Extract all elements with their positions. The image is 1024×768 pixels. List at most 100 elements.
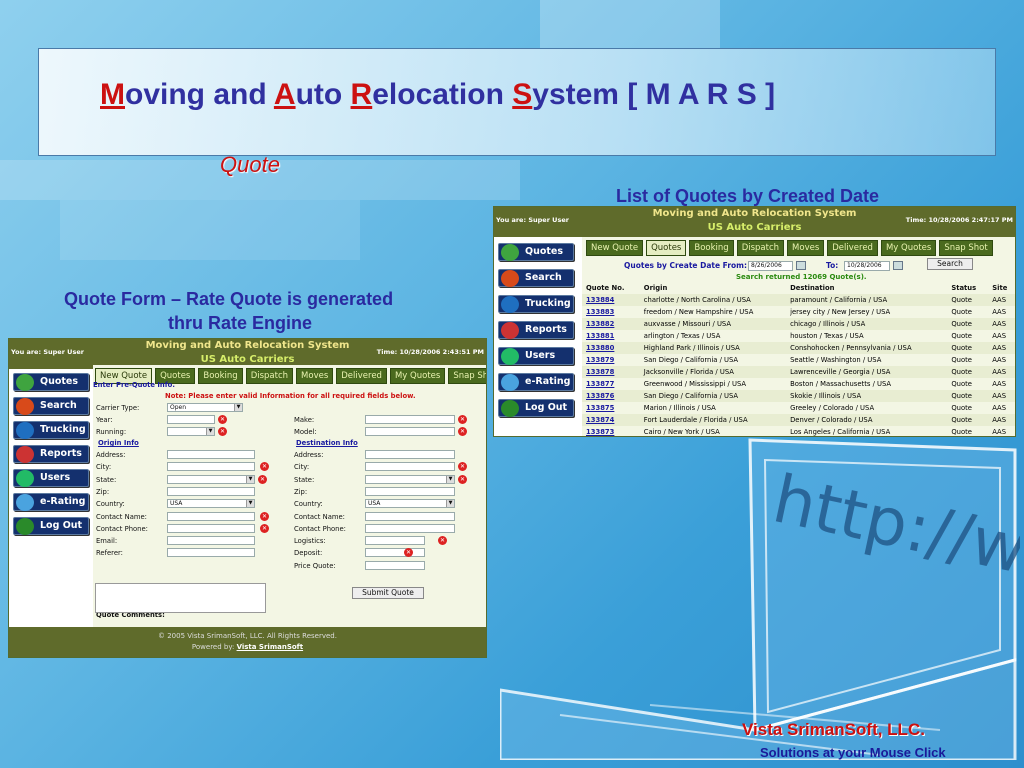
tab-snap-shot[interactable]: Snap Shot [939, 240, 993, 256]
quote-number-link[interactable]: 133883 [586, 308, 615, 316]
log-out-icon [16, 518, 34, 535]
model-input[interactable] [365, 427, 455, 436]
sidebar-item-log-out[interactable]: Log Out [13, 517, 89, 535]
contact-name-field[interactable] [167, 512, 255, 521]
calendar-icon[interactable] [893, 261, 903, 270]
quote-number-link[interactable]: 133877 [586, 380, 615, 388]
zip-field[interactable] [365, 487, 455, 496]
sidebar-item-users[interactable]: Users [13, 469, 89, 487]
app-header: Moving and Auto Relocation System US Aut… [9, 339, 486, 369]
zip-field[interactable] [167, 487, 255, 496]
list-caption: List of Quotes by Created Date [616, 186, 880, 206]
make-input[interactable] [365, 415, 455, 424]
sidebar-item-e-rating[interactable]: e-Rating [498, 373, 574, 391]
column-header[interactable]: Destination [790, 284, 835, 292]
sidebar-item-e-rating[interactable]: e-Rating [13, 493, 89, 511]
quote-comments-textarea[interactable] [95, 583, 266, 613]
quote-number-link[interactable]: 133881 [586, 332, 615, 340]
sidebar-item-quotes[interactable]: Quotes [13, 373, 89, 391]
date-from-input[interactable]: 8/26/2006 [748, 261, 793, 271]
quote-number-link[interactable]: 133880 [582, 342, 640, 354]
referer-field[interactable] [167, 548, 255, 557]
search-button[interactable]: Search [927, 258, 973, 270]
column-header[interactable]: Site [992, 284, 1008, 292]
quote-number-link[interactable]: 133879 [586, 356, 615, 364]
column-header[interactable]: Quote No. [586, 284, 625, 292]
tab-moves[interactable]: Moves [296, 368, 334, 384]
title-part: ystem [ M A R S ] [532, 78, 776, 111]
country-label: Country: [96, 500, 125, 508]
timestamp: Time: 10/28/2006 2:47:17 PM [905, 216, 1013, 224]
tab-snap-shot[interactable]: Snap Shot [448, 368, 486, 384]
email-field[interactable] [167, 536, 255, 545]
search-icon [501, 270, 519, 287]
sidebar-item-reports[interactable]: Reports [498, 321, 574, 339]
title-part: uto [295, 78, 351, 111]
state-label: State: [294, 476, 315, 484]
app-header: Moving and Auto Relocation System US Aut… [494, 207, 1015, 237]
tab-quotes[interactable]: Quotes [646, 240, 687, 256]
submit-quote-button[interactable]: Submit Quote [352, 587, 424, 599]
sidebar-item-trucking[interactable]: Trucking [13, 421, 89, 439]
sidebar-item-search[interactable]: Search [13, 397, 89, 415]
carrier-type-select[interactable]: Open▼ [167, 403, 243, 412]
footer-powered-link[interactable]: Vista SrimanSoft [236, 643, 304, 651]
calendar-icon[interactable] [796, 261, 806, 270]
required-error-icon: ✕ [438, 536, 447, 545]
running-select[interactable]: ▼ [167, 427, 215, 436]
sidebar-item-label: Reports [40, 448, 82, 459]
contact-phone-field[interactable] [365, 524, 455, 533]
address-field[interactable] [167, 450, 255, 459]
contact-phone-field[interactable] [167, 524, 255, 533]
state-field[interactable]: ▼ [167, 475, 255, 484]
sidebar-item-quotes[interactable]: Quotes [498, 243, 574, 261]
quote-number-link[interactable]: 133878 [582, 366, 640, 378]
quote-number-link[interactable]: 133884 [582, 294, 640, 306]
sidebar-item-trucking[interactable]: Trucking [498, 295, 574, 313]
column-header[interactable]: Origin [643, 284, 668, 292]
tab-new-quote[interactable]: New Quote [586, 240, 644, 256]
quote-number-link[interactable]: 133874 [582, 414, 640, 426]
contact-name-field[interactable] [365, 512, 455, 521]
price-quote-label: Price Quote: [294, 562, 336, 570]
quote-number-link[interactable]: 133882 [582, 318, 640, 330]
tab-quotes[interactable]: Quotes [155, 368, 196, 384]
year-label: Year: [96, 416, 113, 424]
sidebar-item-label: e-Rating [40, 496, 86, 507]
price-quote-field[interactable] [365, 561, 425, 570]
column-header[interactable]: Status [951, 284, 977, 292]
tab-new-quote[interactable]: New Quote [95, 368, 153, 384]
quote-number-link[interactable]: 133876 [582, 390, 640, 402]
deposit-field[interactable] [365, 548, 425, 557]
table-cell: San Diego / California / USA [643, 356, 739, 364]
tab-my-quotes[interactable]: My Quotes [880, 240, 937, 256]
logistics-field[interactable] [365, 536, 425, 545]
quote-number-link[interactable]: 133873 [586, 428, 615, 436]
city-field[interactable] [365, 462, 455, 471]
year-input[interactable] [167, 415, 215, 424]
tab-my-quotes[interactable]: My Quotes [389, 368, 446, 384]
sidebar-item-search[interactable]: Search [498, 269, 574, 287]
tab-delivered[interactable]: Delivered [827, 240, 878, 256]
sidebar-item-reports[interactable]: Reports [13, 445, 89, 463]
country-field[interactable]: USA▼ [365, 499, 455, 508]
tab-delivered[interactable]: Delivered [336, 368, 387, 384]
date-to-input[interactable]: 10/28/2006 [844, 261, 890, 271]
table-cell: arlington / Texas / USA [643, 332, 721, 340]
sidebar-item-log-out[interactable]: Log Out [498, 399, 574, 417]
state-field[interactable]: ▼ [365, 475, 455, 484]
city-field[interactable] [167, 462, 255, 471]
address-field[interactable] [365, 450, 455, 459]
tab-booking[interactable]: Booking [689, 240, 734, 256]
tab-booking[interactable]: Booking [198, 368, 243, 384]
tab-moves[interactable]: Moves [787, 240, 825, 256]
tab-dispatch[interactable]: Dispatch [736, 240, 785, 256]
app-subtitle: US Auto Carriers [200, 354, 295, 365]
sidebar-item-users[interactable]: Users [498, 347, 574, 365]
contact-name-label: Contact Name: [96, 513, 147, 521]
chevron-down-icon: ▼ [234, 404, 242, 411]
tab-dispatch[interactable]: Dispatch [245, 368, 294, 384]
country-field[interactable]: USA▼ [167, 499, 255, 508]
quote-number-link[interactable]: 133875 [586, 404, 615, 412]
